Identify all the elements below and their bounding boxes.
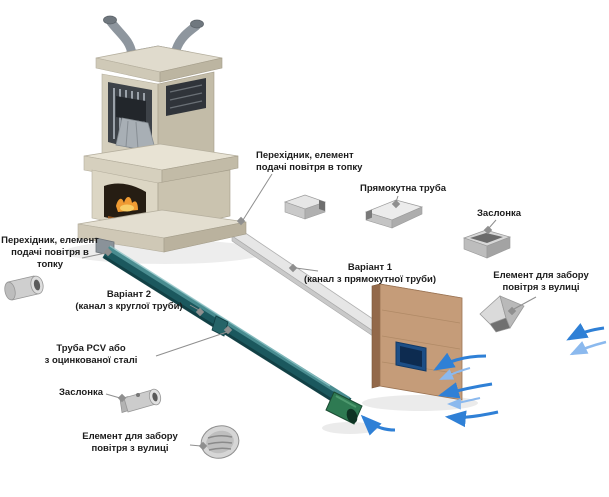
damper-bottom-icon	[119, 388, 162, 413]
label-line: Елемент для забору	[82, 431, 178, 442]
label-line: подачі повітря в топку	[256, 162, 363, 174]
airflow-arrows	[360, 322, 607, 436]
label-line: Заслонка	[476, 208, 521, 219]
intake-right-icon	[479, 295, 525, 333]
label-line: Варіант 2	[106, 289, 152, 300]
label-line: Перехідник, елемент	[1, 235, 99, 246]
label-line: Елемент для забору	[493, 270, 589, 281]
rect-pipe-icon	[364, 199, 424, 229]
label-line: повітря з вулиці	[502, 282, 580, 294]
pipe-collar-icon	[211, 315, 229, 337]
label-rect-pipe: Прямокутна труба	[360, 183, 460, 195]
label-line: Труба PCV або	[56, 343, 126, 354]
damper-top-icon	[462, 229, 512, 259]
wall-duct-opening-icon	[395, 341, 427, 372]
label-intake-bottom: Елемент для забору повітря з вулиці	[70, 431, 190, 455]
label-intake-right: Елемент для забору повітря з вулиці	[481, 270, 601, 294]
label-adapter-left: Перехідник, елемент подачі повітря в топ…	[0, 235, 100, 271]
label-line: Перехідник, елемент	[256, 150, 354, 161]
pipe-end-elbow-icon	[325, 391, 363, 425]
label-line: повітря з вулиці	[91, 443, 169, 455]
label-line: (канал з круглої труби)	[75, 301, 183, 313]
adapter-top-icon	[283, 194, 327, 220]
label-line: подачі повітря в топку	[11, 247, 89, 271]
label-line: Заслонка	[58, 387, 103, 398]
label-adapter-top: Перехідник, елемент подачі повітря в топ…	[256, 150, 372, 174]
label-line: Прямокутна труба	[360, 183, 446, 194]
label-damper-top: Заслонка	[469, 208, 529, 220]
label-variant2: Варіант 2 (канал з круглої труби)	[64, 289, 194, 313]
intake-bottom-icon	[200, 425, 240, 459]
adapter-left-icon	[4, 275, 44, 301]
label-damper-bottom: Заслонка	[51, 387, 111, 399]
wall-panel	[371, 283, 463, 401]
label-line: (канал з прямокутної труби)	[303, 274, 437, 286]
leader-lines	[81, 173, 537, 451]
label-line: Варіант 1	[347, 262, 393, 273]
label-variant1: Варіант 1 (канал з прямокутної труби)	[300, 262, 440, 286]
label-pipe-pcv: Труба PCV або з оцинкованої сталі	[26, 343, 156, 367]
fireplace-illustration	[77, 15, 247, 257]
label-line: з оцинкованої сталі	[44, 355, 138, 367]
